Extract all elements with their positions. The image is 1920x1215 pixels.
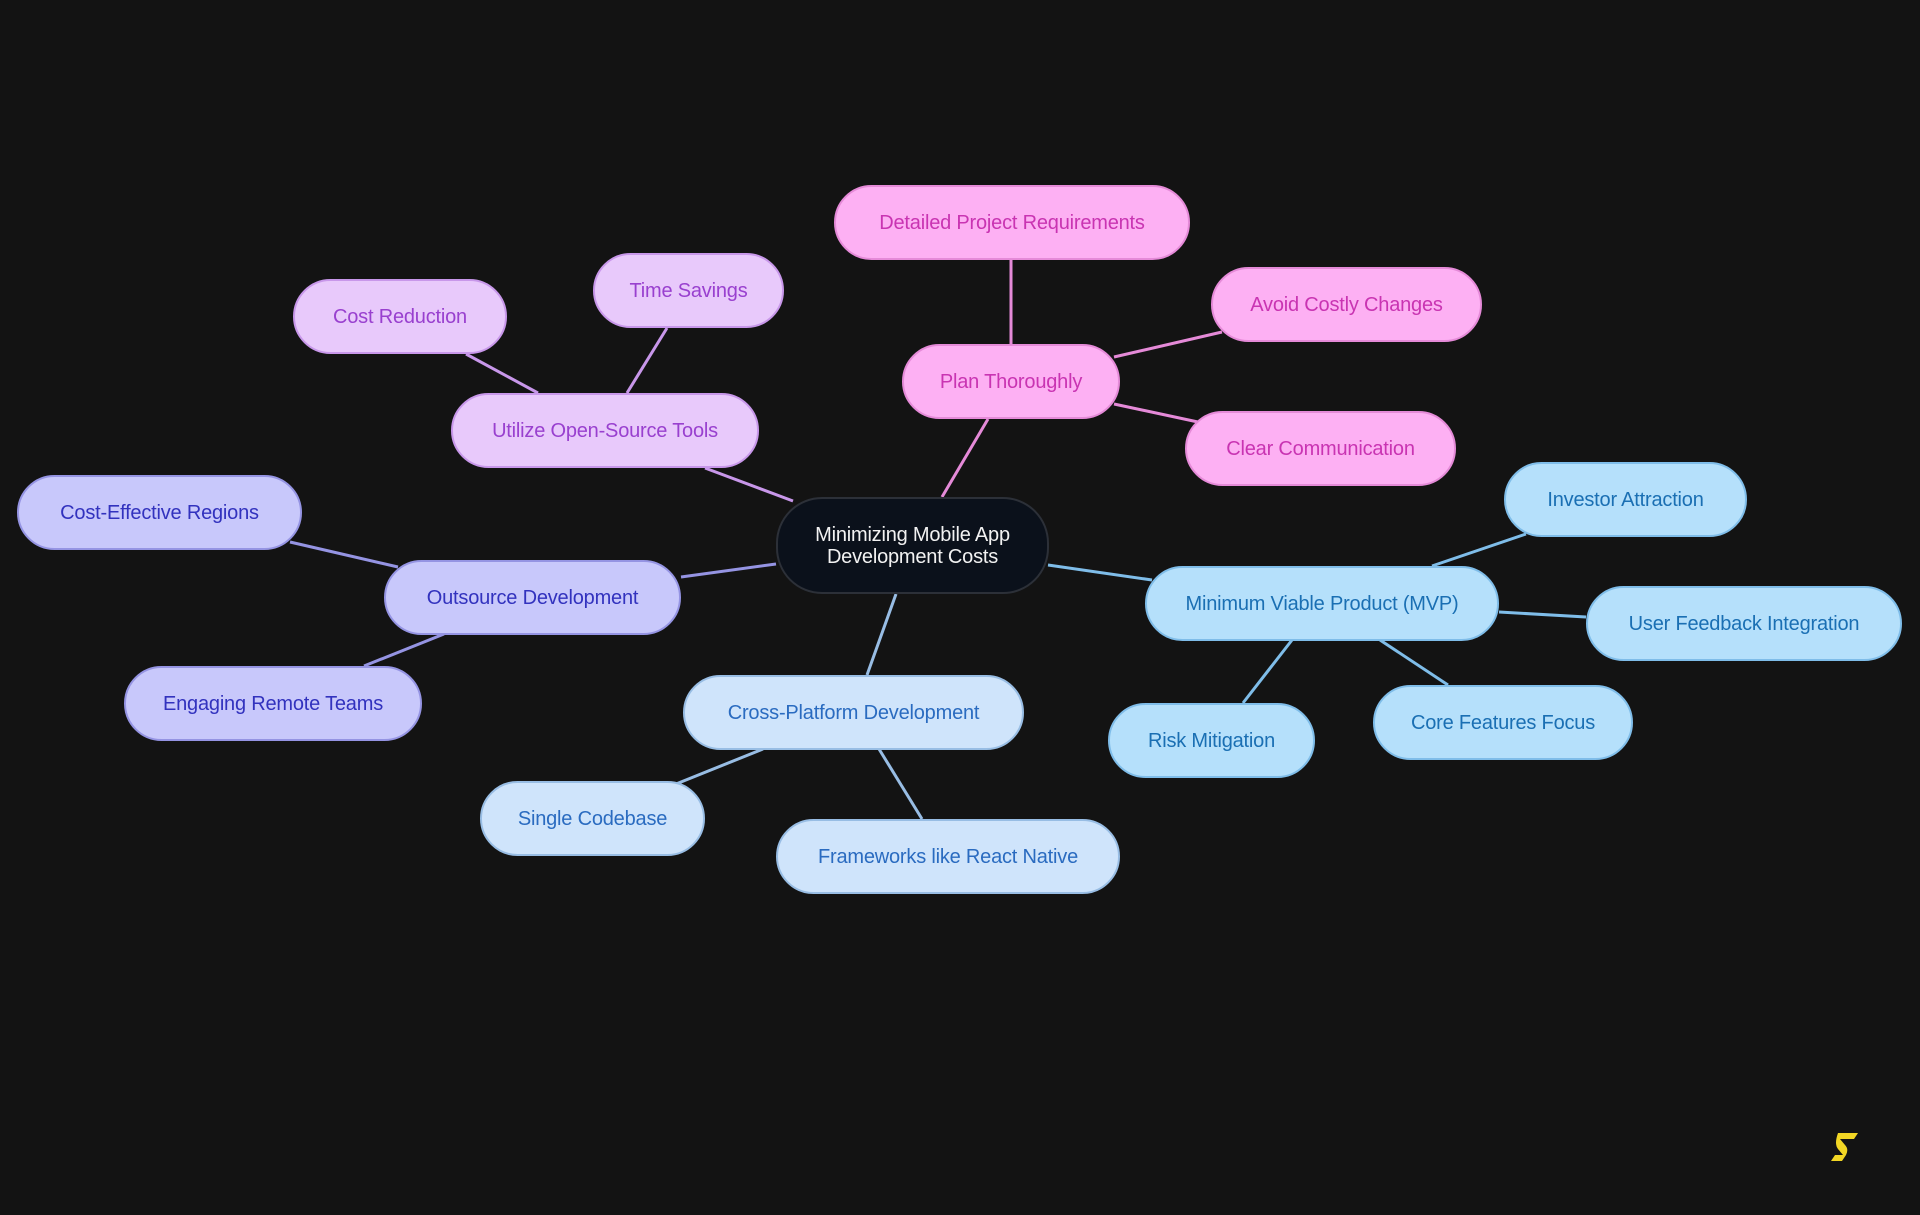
node-label: Cross-Platform Development: [727, 701, 980, 724]
node-risk-mitigation[interactable]: Risk Mitigation: [1108, 703, 1315, 778]
node-label: Single Codebase: [517, 807, 668, 830]
node-single-codebase[interactable]: Single Codebase: [480, 781, 705, 856]
node-investor-attraction[interactable]: Investor Attraction: [1504, 462, 1747, 537]
node-core-features-focus[interactable]: Core Features Focus: [1373, 685, 1633, 760]
edge-opensource-time: [625, 327, 669, 394]
edge-cross-frameworks: [877, 748, 924, 820]
node-label: Cost-Effective Regions: [60, 501, 259, 524]
node-label: Engaging Remote Teams: [162, 692, 383, 715]
node-label: Avoid Costly Changes: [1250, 293, 1443, 316]
node-label: Plan Thoroughly: [939, 370, 1083, 393]
edge-mvp-feedback: [1498, 610, 1587, 619]
edge-center-opensource: [704, 466, 794, 503]
node-time-savings[interactable]: Time Savings: [593, 253, 784, 328]
center-node[interactable]: Minimizing Mobile App Development Costs: [776, 497, 1049, 594]
s-logo-icon: [1831, 1133, 1858, 1161]
edge-opensource-cost: [465, 352, 539, 395]
node-clear-communication[interactable]: Clear Communication: [1185, 411, 1456, 486]
node-label: Cost Reduction: [333, 305, 467, 328]
node-detailed-project-requirements[interactable]: Detailed Project Requirements: [834, 185, 1190, 260]
node-frameworks-like-react-native[interactable]: Frameworks like React Native: [776, 819, 1120, 894]
edge-plan-avoid: [1113, 330, 1223, 359]
node-user-feedback-integration[interactable]: User Feedback Integration: [1586, 586, 1902, 661]
node-label: Minimum Viable Product (MVP): [1185, 592, 1459, 615]
edge-outsource-regions: [289, 540, 399, 569]
node-avoid-costly-changes[interactable]: Avoid Costly Changes: [1211, 267, 1482, 342]
edge-outsource-remote: [363, 632, 445, 668]
node-engaging-remote-teams[interactable]: Engaging Remote Teams: [124, 666, 422, 741]
node-cost-reduction[interactable]: Cost Reduction: [293, 279, 507, 354]
node-cross-platform-development[interactable]: Cross-Platform Development: [683, 675, 1024, 750]
node-label: Utilize Open-Source Tools: [492, 419, 718, 442]
node-outsource-development[interactable]: Outsource Development: [384, 560, 681, 635]
node-label: Outsource Development: [426, 586, 639, 609]
node-utilize-open-source-tools[interactable]: Utilize Open-Source Tools: [451, 393, 759, 468]
node-label: Clear Communication: [1226, 437, 1415, 460]
node-label: Frameworks like React Native: [817, 845, 1079, 868]
node-label: Core Features Focus: [1410, 711, 1596, 734]
edge-center-plan: [940, 418, 990, 498]
node-label: Risk Mitigation: [1147, 729, 1276, 752]
edge-mvp-investor: [1431, 532, 1527, 568]
node-label: Investor Attraction: [1547, 488, 1704, 511]
edge-mvp-risk: [1241, 639, 1294, 704]
node-label: Detailed Project Requirements: [879, 211, 1145, 234]
node-cost-effective-regions[interactable]: Cost-Effective Regions: [17, 475, 302, 550]
center-node-label: Minimizing Mobile App Development Costs: [815, 523, 1010, 568]
edge-mvp-core: [1379, 638, 1449, 687]
edge-cross-single: [675, 747, 764, 786]
edge-center-outsource: [680, 562, 777, 579]
node-minimum-viable-product[interactable]: Minimum Viable Product (MVP): [1145, 566, 1499, 641]
node-label: Time Savings: [629, 279, 748, 302]
edge-center-mvp: [1047, 563, 1153, 582]
node-plan-thoroughly[interactable]: Plan Thoroughly: [902, 344, 1120, 419]
edge-center-crossplatform: [865, 593, 898, 676]
edge-plan-communication: [1113, 402, 1199, 424]
node-label: User Feedback Integration: [1628, 612, 1860, 635]
